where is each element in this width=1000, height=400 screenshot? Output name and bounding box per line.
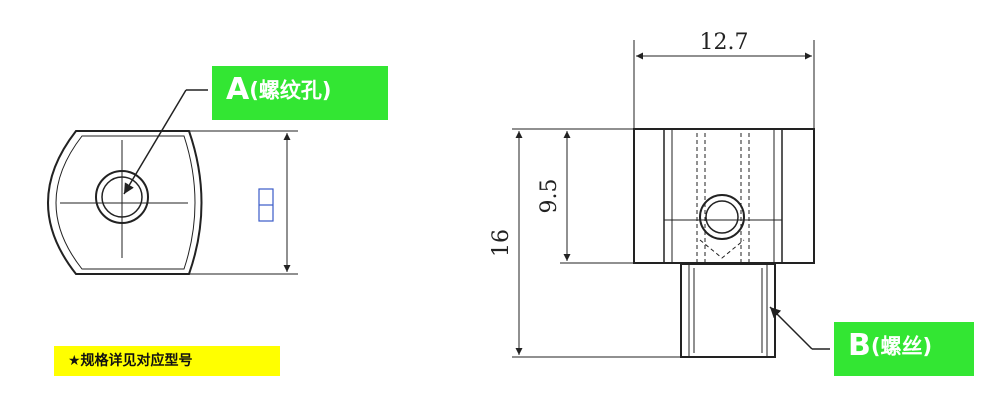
threaded-hole-inner bbox=[101, 176, 143, 218]
screw-shank bbox=[680, 263, 776, 358]
end-view-inner-outline bbox=[55, 135, 196, 270]
end-view bbox=[47, 89, 298, 275]
side-view-hole-inner bbox=[705, 200, 739, 234]
spec-note: ★规格详见对应型号 bbox=[54, 346, 280, 376]
callout-b-label: B(螺丝) bbox=[834, 322, 974, 376]
dimension-width-top: 12.7 bbox=[700, 30, 749, 55]
end-view-outline bbox=[47, 130, 203, 275]
callout-a-leader-diagonal bbox=[123, 89, 187, 195]
hidden-thread-lines bbox=[696, 133, 750, 262]
dimension-height-total: 16 bbox=[489, 229, 514, 257]
callout-a-text: (螺纹孔) bbox=[249, 78, 332, 103]
callout-b-leader-diagonal bbox=[769, 306, 813, 350]
dimension-height-inner: 9.5 bbox=[537, 179, 562, 214]
callout-b-text: (螺丝) bbox=[870, 334, 933, 359]
side-view-hole-outer bbox=[699, 194, 745, 240]
callout-a-letter: A bbox=[226, 72, 250, 107]
callout-b-letter: B bbox=[848, 328, 871, 363]
side-view: 12.7 9.5 16 bbox=[489, 30, 830, 358]
callout-a-label: A(螺纹孔) bbox=[212, 66, 388, 120]
threaded-hole-outer bbox=[95, 170, 149, 224]
